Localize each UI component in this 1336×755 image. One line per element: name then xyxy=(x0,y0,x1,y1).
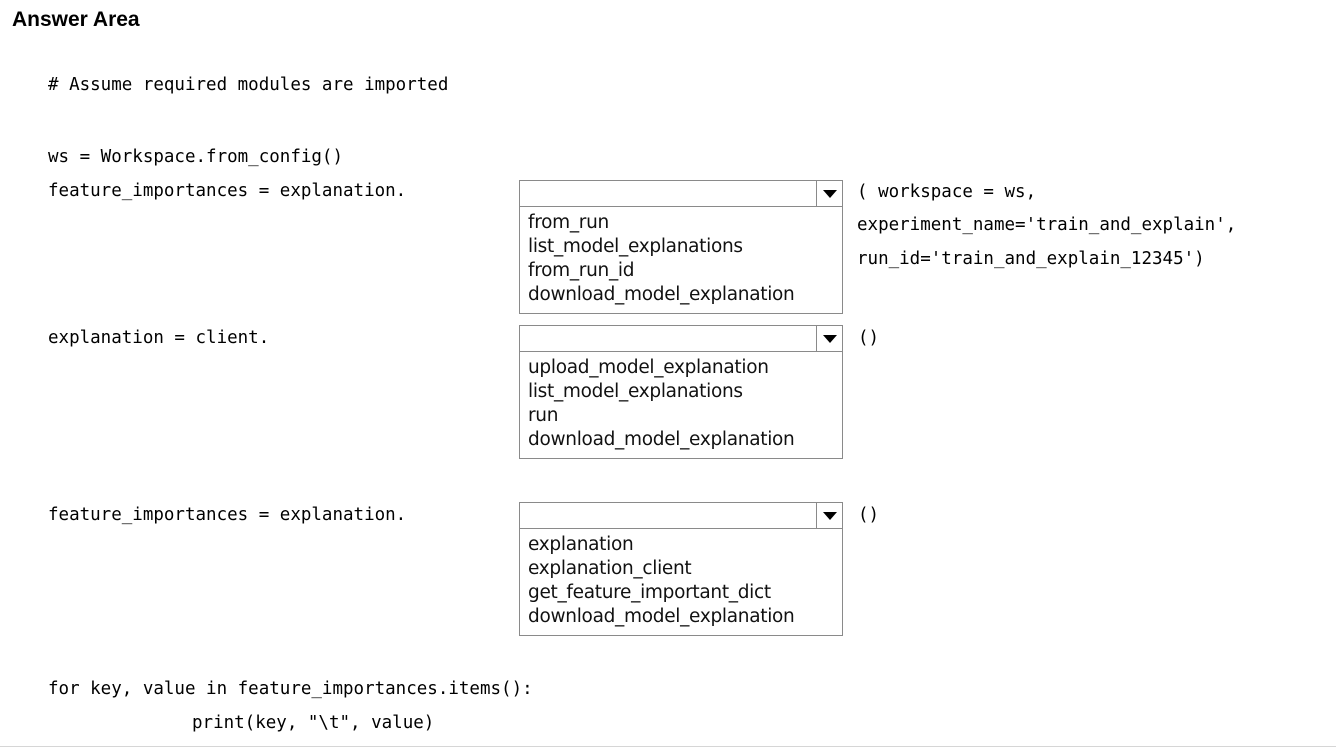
dropdown-3-selected[interactable] xyxy=(520,503,842,529)
dropdown-2[interactable]: upload_model_explanation list_model_expl… xyxy=(519,325,843,459)
dropdown-option[interactable]: get_feature_important_dict xyxy=(528,582,771,603)
dropdown-1-selected[interactable] xyxy=(520,181,842,207)
dropdown-option[interactable]: from_run_id xyxy=(528,260,635,281)
dropdown-option[interactable]: upload_model_explanation xyxy=(528,357,769,378)
code-ws-line: ws = Workspace.from_config() xyxy=(48,147,344,167)
code-line2-suffix: () xyxy=(858,328,880,348)
dropdown-option[interactable]: download_model_explanation xyxy=(528,606,795,627)
dropdown-1[interactable]: from_run list_model_explanations from_ru… xyxy=(519,180,843,314)
dropdown-option[interactable]: run xyxy=(528,405,559,426)
dropdown-option[interactable]: download_model_explanation xyxy=(528,284,795,305)
dropdown-3-options: explanation explanation_client get_featu… xyxy=(520,529,842,635)
chevron-down-icon[interactable] xyxy=(816,326,842,351)
dropdown-option[interactable]: explanation_client xyxy=(528,558,692,579)
dropdown-1-options: from_run list_model_explanations from_ru… xyxy=(520,207,842,313)
code-line3-prefix: feature_importances = explanation. xyxy=(48,505,407,525)
dropdown-2-options: upload_model_explanation list_model_expl… xyxy=(520,352,842,458)
dropdown-option[interactable]: list_model_explanations xyxy=(528,236,743,257)
bottom-divider xyxy=(0,746,1336,747)
dropdown-option[interactable]: from_run xyxy=(528,212,609,233)
chevron-down-icon[interactable] xyxy=(816,503,842,528)
code-line1-prefix: feature_importances = explanation. xyxy=(48,181,407,201)
dropdown-option[interactable]: explanation xyxy=(528,534,634,555)
code-comment: # Assume required modules are imported xyxy=(48,75,449,95)
code-line2-prefix: explanation = client. xyxy=(48,328,270,348)
answer-area-title: Answer Area xyxy=(12,8,140,31)
dropdown-option[interactable]: list_model_explanations xyxy=(528,381,743,402)
code-line3-suffix: () xyxy=(858,505,880,525)
chevron-down-icon[interactable] xyxy=(816,181,842,206)
dropdown-option[interactable]: download_model_explanation xyxy=(528,429,795,450)
code-line1-suffix-3: run_id='train_and_explain_12345') xyxy=(857,249,1205,269)
dropdown-3[interactable]: explanation explanation_client get_featu… xyxy=(519,502,843,636)
code-loop-line: for key, value in feature_importances.it… xyxy=(48,679,533,699)
dropdown-2-selected[interactable] xyxy=(520,326,842,352)
code-print-line: print(key, "\t", value) xyxy=(192,713,435,733)
code-line1-suffix-2: experiment_name='train_and_explain', xyxy=(857,215,1237,235)
code-line1-suffix-1: ( workspace = ws, xyxy=(857,182,1037,202)
